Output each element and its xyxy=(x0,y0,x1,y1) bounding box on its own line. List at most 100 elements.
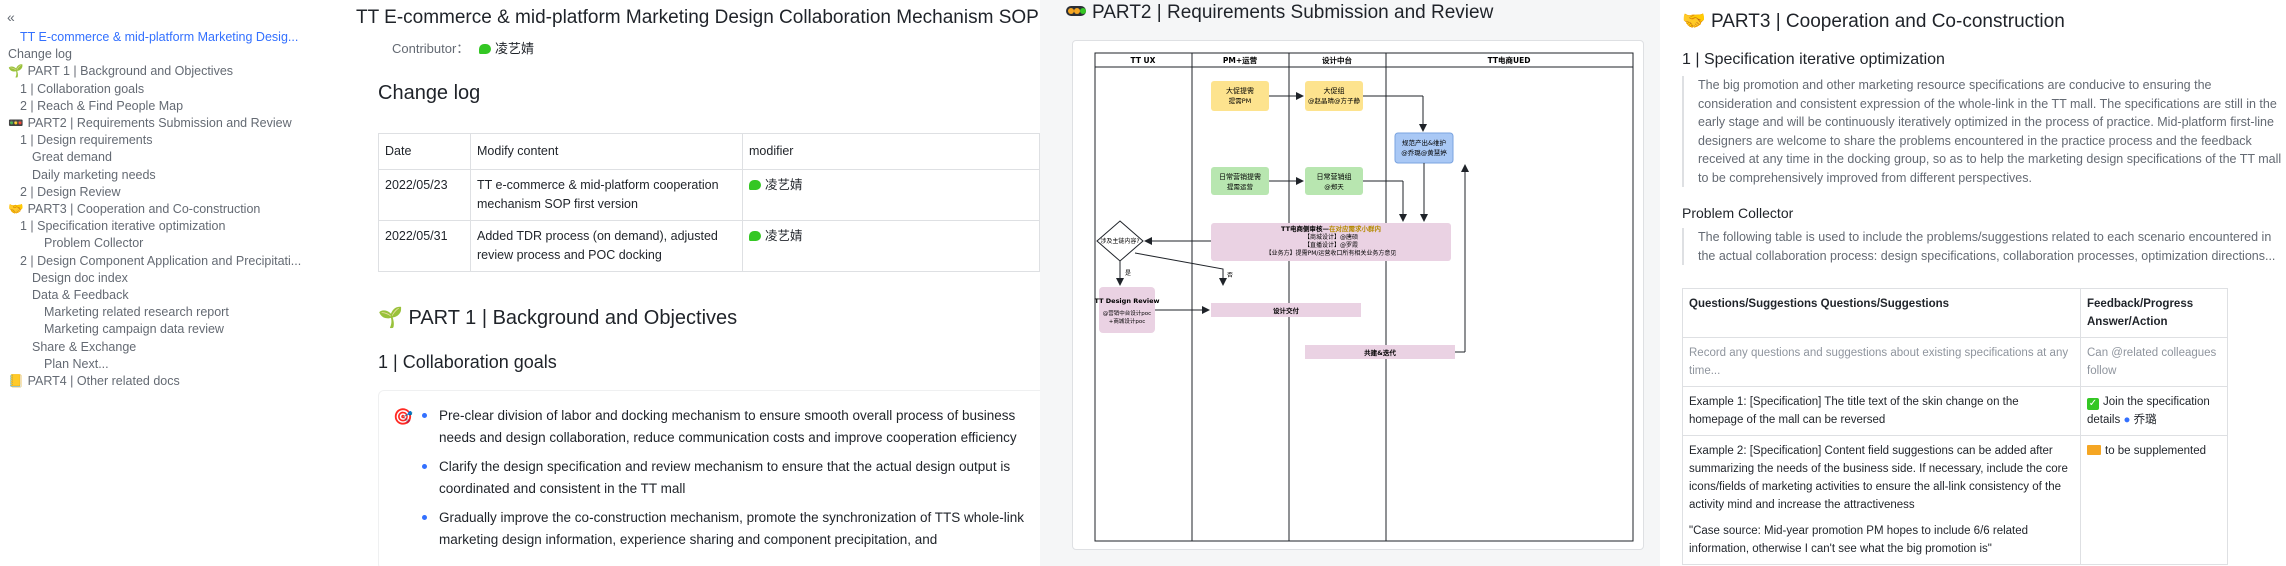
lane-title: TT UX xyxy=(1131,56,1156,65)
chat-bubble-icon xyxy=(749,180,761,190)
table-row: Questions/Suggestions Questions/Suggesti… xyxy=(1682,288,2228,338)
mention-icon: ● xyxy=(2123,414,2131,426)
box-big-group xyxy=(1305,81,1363,111)
toc-item-label: Great demand xyxy=(32,150,112,165)
toc-item-label: 1 | Collaboration goals xyxy=(20,81,145,96)
contributor-mention[interactable]: 凌艺婧 xyxy=(478,41,534,56)
edge-label: 是 xyxy=(1125,270,1131,277)
col-header-modifier: modifier xyxy=(742,133,1040,170)
cell-modifier[interactable]: 凌艺婧 xyxy=(742,169,1040,221)
col-header-content: Modify content xyxy=(470,133,743,170)
lane-title: PM+运营 xyxy=(1223,55,1258,65)
spec-heading: 1 | Specification iterative optimization xyxy=(1682,51,1945,68)
cell-feedback[interactable]: to be supplemented xyxy=(2080,435,2228,565)
toc-item-label: Data & Feedback xyxy=(32,288,129,302)
cell-modifier[interactable]: 凌艺婧 xyxy=(742,220,1040,272)
traffic-light-icon xyxy=(1066,6,1086,16)
handshake-icon: 🤝 xyxy=(1682,11,1706,32)
toc-sidebar: « TT E-commerce & mid-platform Marketing… xyxy=(0,0,312,566)
toc-item[interactable]: 🤝PART3 | Cooperation and Co-construction xyxy=(0,198,310,220)
table-row: Example 2: [Specification] Content field… xyxy=(1682,435,2228,565)
cell-content[interactable]: TT e-commerce & mid-platform cooperation… xyxy=(470,169,743,221)
flow-diagram-svg: TT UX PM+运营 设计中台 TT电商UED 大促提需 提需PM 大促组 @… xyxy=(1094,52,1634,542)
doc-column-1: TT E-commerce & mid-platform Marketing D… xyxy=(356,0,1040,566)
cell-feedback[interactable]: ✓Join the specification details ● 乔璐 xyxy=(2080,386,2228,436)
goals-callout: 🎯 Pre-clear division of labor and dockin… xyxy=(378,390,1040,566)
toc-item-label: 1 | Specification iterative optimization xyxy=(20,219,226,234)
list-item: Pre-clear division of labor and docking … xyxy=(422,405,1039,448)
problem-collector-table: Questions/Suggestions Questions/Suggesti… xyxy=(1682,288,2228,565)
toc-emoji-icon: 📒 xyxy=(8,374,24,388)
col-header-questions[interactable]: Questions/Suggestions Questions/Suggesti… xyxy=(1682,288,2081,338)
box-tt-design-review xyxy=(1099,287,1155,333)
lane-title: 设计中台 xyxy=(1322,55,1352,65)
collab-goals-heading: 1 | Collaboration goals xyxy=(378,352,557,372)
toc-item[interactable]: 🚥PART2 | Requirements Submission and Rev… xyxy=(0,112,310,134)
part2-heading-text: PART2 | Requirements Submission and Revi… xyxy=(1092,2,1494,23)
box-text: 涉及主链内容? xyxy=(1100,237,1139,245)
box-spec-maintain xyxy=(1394,132,1454,164)
list-item: Clarify the design specification and rev… xyxy=(422,456,1039,499)
box-text: 提需PM xyxy=(1229,96,1252,105)
box-text: 设计交付 xyxy=(1273,306,1300,315)
toc-item-label: PART4 | Other related docs xyxy=(27,374,180,388)
box-text: TT Design Review xyxy=(1094,297,1159,305)
toc-item-label: 2 | Design Component Application and Pre… xyxy=(20,253,302,268)
toc-item[interactable]: 📒PART4 | Other related docs xyxy=(0,370,310,392)
change-log-table: Date Modify content modifier 2022/05/23 … xyxy=(378,133,1040,272)
cell-question[interactable]: Example 1: [Specification] The title tex… xyxy=(1682,386,2081,436)
change-log-heading: Change log xyxy=(378,82,481,104)
toc-item[interactable]: 🌱PART 1 | Background and Objectives xyxy=(0,60,310,82)
box-deliver xyxy=(1211,303,1361,317)
box-text: @赵晶晴@方子静 xyxy=(1308,96,1361,105)
goals-list: Pre-clear division of labor and docking … xyxy=(422,405,1039,558)
doc-title: TT E-commerce & mid-platform Marketing D… xyxy=(356,7,1039,28)
box-text: 提需运营 xyxy=(1227,182,1254,191)
box-text: @乔璐@黄慧婷 xyxy=(1401,148,1447,157)
col-header-date: Date xyxy=(378,133,471,170)
mention-name[interactable]: 乔璐 xyxy=(2133,414,2157,426)
toc-item-label: Change log xyxy=(8,47,72,62)
box-text: +商城设计poc xyxy=(1109,317,1146,325)
cell-feedback[interactable]: Can @related colleagues follow xyxy=(2080,337,2228,387)
table-row: 2022/05/31 Added TDR process (on demand)… xyxy=(378,220,1040,272)
cell-date[interactable]: 2022/05/31 xyxy=(378,220,471,272)
toc-item-label: Plan Next... xyxy=(44,356,109,371)
toc-item-label: Share & Exchange xyxy=(32,339,137,354)
flow-diagram[interactable]: TT UX PM+运营 设计中台 TT电商UED 大促提需 提需PM 大促组 @… xyxy=(1072,40,1644,550)
toc-item-label: Problem Collector xyxy=(44,236,144,251)
box-text: @郑天 xyxy=(1324,183,1344,191)
cell-question[interactable]: Example 2: [Specification] Content field… xyxy=(1682,435,2081,565)
box-text: 规范产出&维护 xyxy=(1402,138,1446,147)
box-text: 日常营销组 xyxy=(1317,172,1352,181)
feedback-text: to be supplemented xyxy=(2105,445,2207,457)
cell-date[interactable]: 2022/05/23 xyxy=(378,169,471,221)
modifier-name: 凌艺婧 xyxy=(765,229,803,243)
box-text: 【直播设计】@罗霞 xyxy=(1304,241,1358,249)
toc-item-label: 2 | Reach & Find People Map xyxy=(20,98,184,113)
feedback-text: Join the specification details xyxy=(2087,396,2210,426)
flow-arrow xyxy=(1134,252,1227,286)
toc-emoji-icon: 🤝 xyxy=(8,202,24,216)
toc-item-label: PART 1 | Background and Objectives xyxy=(27,64,234,79)
box-text: 【业务方】提需PM/运营收口所有相关业务方意见 xyxy=(1266,249,1397,257)
toc-item-label: Daily marketing needs xyxy=(32,167,156,182)
col-header-feedback[interactable]: Feedback/Progress Answer/Action xyxy=(2080,288,2228,338)
list-item: Gradually improve the co-construction me… xyxy=(422,507,1039,550)
problem-collector-heading: Problem Collector xyxy=(1682,205,1794,221)
construction-icon xyxy=(2087,445,2101,455)
chat-bubble-icon xyxy=(478,44,491,54)
question-text: Example 2: [Specification] Content field… xyxy=(1689,445,2068,511)
cell-question[interactable]: Record any questions and suggestions abo… xyxy=(1682,337,2081,387)
box-text: 共建&迭代 xyxy=(1364,348,1396,357)
contributor-line: Contributor： 凌艺婧 xyxy=(392,38,534,57)
case-source-text: "Case source: Mid-year promotion PM hope… xyxy=(1689,525,2029,555)
chat-bubble-icon xyxy=(749,231,761,241)
box-big-submit xyxy=(1211,81,1269,111)
collapse-sidebar-icon[interactable]: « xyxy=(7,9,15,25)
contributor-label: Contributor： xyxy=(392,41,470,56)
pc-quote: The following table is used to include t… xyxy=(1682,228,2282,265)
table-row: Record any questions and suggestions abo… xyxy=(1682,337,2228,387)
toc-item-label: Design doc index xyxy=(32,270,128,285)
cell-content[interactable]: Added TDR process (on demand), adjusted … xyxy=(470,220,743,272)
